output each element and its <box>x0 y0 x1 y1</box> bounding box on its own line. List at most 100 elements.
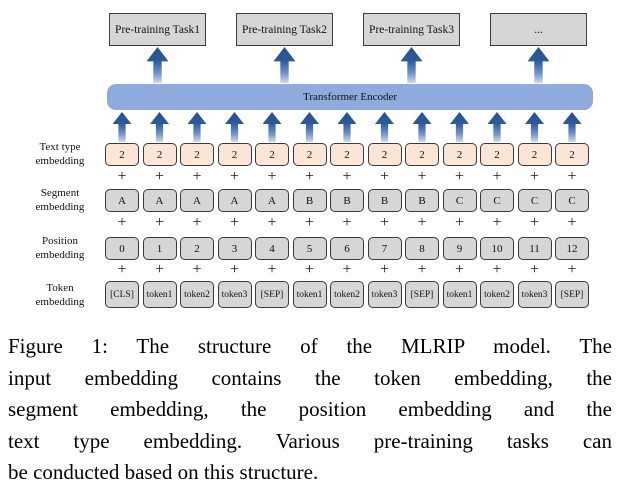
arrow-slot <box>105 112 139 142</box>
embedding-cell: [SEP] <box>555 281 589 308</box>
embedding-cell: C <box>517 189 552 212</box>
embedding-cell: 2 <box>442 143 477 166</box>
embedding-cell: B <box>405 189 439 212</box>
plus-row: +++++++++++++ <box>105 212 589 233</box>
embedding-cell: 6 <box>330 237 364 260</box>
embedding-cell: token3 <box>217 281 252 308</box>
arrow-slot <box>255 112 289 142</box>
label-line: embedding <box>35 154 85 167</box>
task-label: Pre-training Task3 <box>369 23 454 36</box>
up-arrow-icon <box>412 112 432 142</box>
plus-sign: + <box>229 261 240 278</box>
embedding-cell: A <box>142 189 177 212</box>
plus-sign: + <box>229 214 240 231</box>
label-line: embedding <box>35 248 85 261</box>
plus-sign: + <box>192 214 202 231</box>
plus-sign: + <box>567 214 577 231</box>
plus-sign: + <box>304 261 315 278</box>
embedding-cell: 2 <box>180 143 214 166</box>
arrow-slot <box>368 112 402 142</box>
embedding-cell: [SEP] <box>255 281 289 308</box>
pretraining-task-box: Pre-training Task2 <box>236 13 333 46</box>
embedding-cell: 2 <box>480 143 514 166</box>
task-column: Pre-training Task3 <box>363 13 460 83</box>
embedding-cell: 2 <box>367 143 402 166</box>
arrow-slot <box>218 112 252 142</box>
up-arrow-icon <box>337 112 357 142</box>
task-label: Pre-training Task2 <box>242 23 327 36</box>
up-arrow-icon <box>562 112 582 142</box>
plus-sign: + <box>417 261 427 278</box>
label-line: embedding <box>35 295 85 308</box>
plus-sign: + <box>154 261 165 278</box>
embedding-cell: 0 <box>105 237 139 260</box>
embedding-cell: 5 <box>292 237 327 260</box>
embedding-cell: token3 <box>517 281 552 308</box>
caption-line: text type embedding. Various pre-trainin… <box>8 428 612 453</box>
plus-sign: + <box>529 261 540 278</box>
plus-sign: + <box>379 168 390 185</box>
embedding-cell: 12 <box>555 237 589 260</box>
label-line: Segment <box>40 187 80 199</box>
plus-sign: + <box>379 214 390 231</box>
embedding-cell: token2 <box>180 281 214 308</box>
up-arrow-icon <box>525 112 544 142</box>
plus-sign: + <box>154 168 165 185</box>
task-column: Pre-training Task2 <box>236 13 333 83</box>
label-line: Text type <box>39 141 81 153</box>
task-label: ... <box>534 23 543 36</box>
task-column: Pre-training Task1 <box>109 13 206 83</box>
up-arrow-icon <box>527 47 550 83</box>
plus-sign: + <box>529 214 540 231</box>
embedding-cell: A <box>217 189 252 212</box>
embedding-cell: token1 <box>142 281 177 308</box>
embedding-cell: [CLS] <box>105 281 139 308</box>
up-arrow-icon <box>300 112 319 142</box>
embedding-cell: token2 <box>330 281 364 308</box>
embedding-cell: B <box>292 189 327 212</box>
arrow-slot <box>555 112 589 142</box>
plus-sign: + <box>417 214 427 231</box>
segment-embedding-label: Segment embedding <box>22 187 98 214</box>
plus-sign: + <box>192 168 202 185</box>
up-arrow-icon <box>273 47 296 83</box>
up-arrow-icon <box>400 47 423 83</box>
embedding-cell: C <box>442 189 477 212</box>
plus-sign: + <box>229 168 240 185</box>
plus-sign: + <box>304 214 315 231</box>
embedding-cell: 10 <box>480 237 514 260</box>
embedding-cell: 4 <box>255 237 289 260</box>
plus-sign: + <box>117 261 127 278</box>
up-arrow-icon <box>375 112 394 142</box>
up-arrow-icon <box>187 112 207 142</box>
figure-caption: Figure 1: The structure of the MLRIP mod… <box>8 331 612 489</box>
embedding-cell: A <box>105 189 139 212</box>
plus-sign: + <box>454 261 465 278</box>
plus-sign: + <box>117 214 127 231</box>
text-type-embedding-label: Text type embedding <box>22 141 98 168</box>
embedding-cell: B <box>367 189 402 212</box>
embedding-cell: 1 <box>142 237 177 260</box>
up-arrow-icon <box>112 112 132 142</box>
arrow-slot <box>180 112 214 142</box>
plus-row: +++++++++++++ <box>105 166 589 187</box>
input-arrows-row <box>105 112 589 142</box>
transformer-encoder-bar: Transformer Encoder <box>107 84 593 110</box>
embedding-cell: 2 <box>292 143 327 166</box>
task-column: ... <box>490 13 587 83</box>
plus-sign: + <box>379 261 390 278</box>
pretraining-task-box: Pre-training Task1 <box>109 13 206 46</box>
up-arrow-icon <box>262 112 282 142</box>
task-label: Pre-training Task1 <box>115 23 200 36</box>
plus-sign: + <box>192 261 202 278</box>
embedding-cell: A <box>180 189 214 212</box>
up-arrow-icon <box>487 112 507 142</box>
embedding-cell: token3 <box>367 281 402 308</box>
plus-sign: + <box>454 168 465 185</box>
embedding-cell: 2 <box>105 143 139 166</box>
plus-sign: + <box>342 214 352 231</box>
pretraining-task-box: Pre-training Task3 <box>363 13 460 46</box>
arrow-slot <box>405 112 439 142</box>
